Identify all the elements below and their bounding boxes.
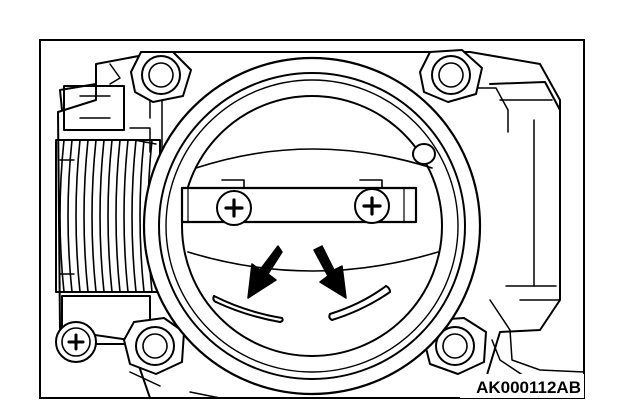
throttle-valve-plate [187, 148, 439, 272]
figure-border [39, 39, 585, 399]
phillips-screw-icon [354, 188, 390, 224]
hex-bolt-icon [419, 49, 483, 103]
reference-label-background [460, 374, 584, 398]
plate-gap-slot-left [212, 295, 284, 323]
reference-code-label: AK000112AB [476, 378, 581, 397]
bore-sensor-tab [412, 143, 436, 165]
throttle-bore [142, 56, 482, 396]
hex-bolt-icon [123, 317, 185, 375]
phillips-screw-icon [55, 321, 97, 363]
arrow-down-icon [313, 245, 347, 299]
hex-bolt-icon [130, 51, 192, 103]
phillips-screw-icon [216, 190, 252, 226]
plate-gap-slot-right [328, 285, 391, 321]
arrow-down-icon [247, 245, 283, 299]
throttle-body-housing [57, 51, 584, 398]
idle-air-fitting [61, 85, 151, 345]
